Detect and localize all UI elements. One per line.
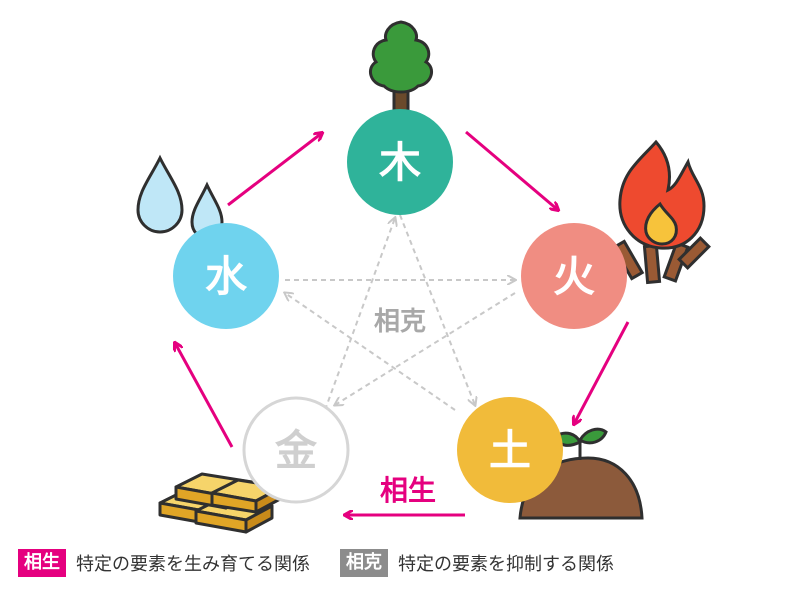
sokoku-center-label: 相克 (374, 307, 426, 337)
fire-icon (611, 139, 711, 285)
element-fire: 火 (521, 223, 627, 329)
legend-overcoming-text: 特定の要素を抑制する関係 (398, 554, 614, 575)
arrow-metal-to-water (175, 343, 234, 448)
arrow-water-to-wood (227, 133, 322, 207)
arrow-wood-to-earth (399, 214, 475, 405)
element-water-label: 水 (205, 252, 248, 301)
overcoming-arrows (285, 214, 515, 411)
legend-generating-text: 特定の要素を生み育てる関係 (76, 554, 310, 575)
element-earth-label: 土 (489, 426, 531, 475)
element-water: 水 (173, 223, 279, 329)
generating-arrows (175, 130, 630, 515)
legend-generating-badge: 相生 (18, 549, 66, 577)
legend: 相生 特定の要素を生み育てる関係 相克 特定の要素を抑制する関係 (18, 548, 614, 578)
element-fire-label: 火 (553, 252, 595, 301)
element-metal: 金 (242, 396, 350, 504)
arrow-wood-to-fire (465, 130, 558, 210)
tree-icon (368, 20, 434, 116)
arrow-fire-to-earth (574, 321, 630, 424)
element-metal-label: 金 (274, 426, 318, 475)
element-wood: 木 (347, 109, 453, 215)
arrow-earth-to-water (285, 293, 456, 411)
legend-overcoming-badge: 相克 (340, 549, 388, 577)
sousei-label: 相生 (380, 474, 436, 507)
element-earth: 土 (457, 397, 563, 503)
arrow-metal-to-wood (324, 218, 395, 411)
element-wood-label: 木 (379, 138, 421, 187)
